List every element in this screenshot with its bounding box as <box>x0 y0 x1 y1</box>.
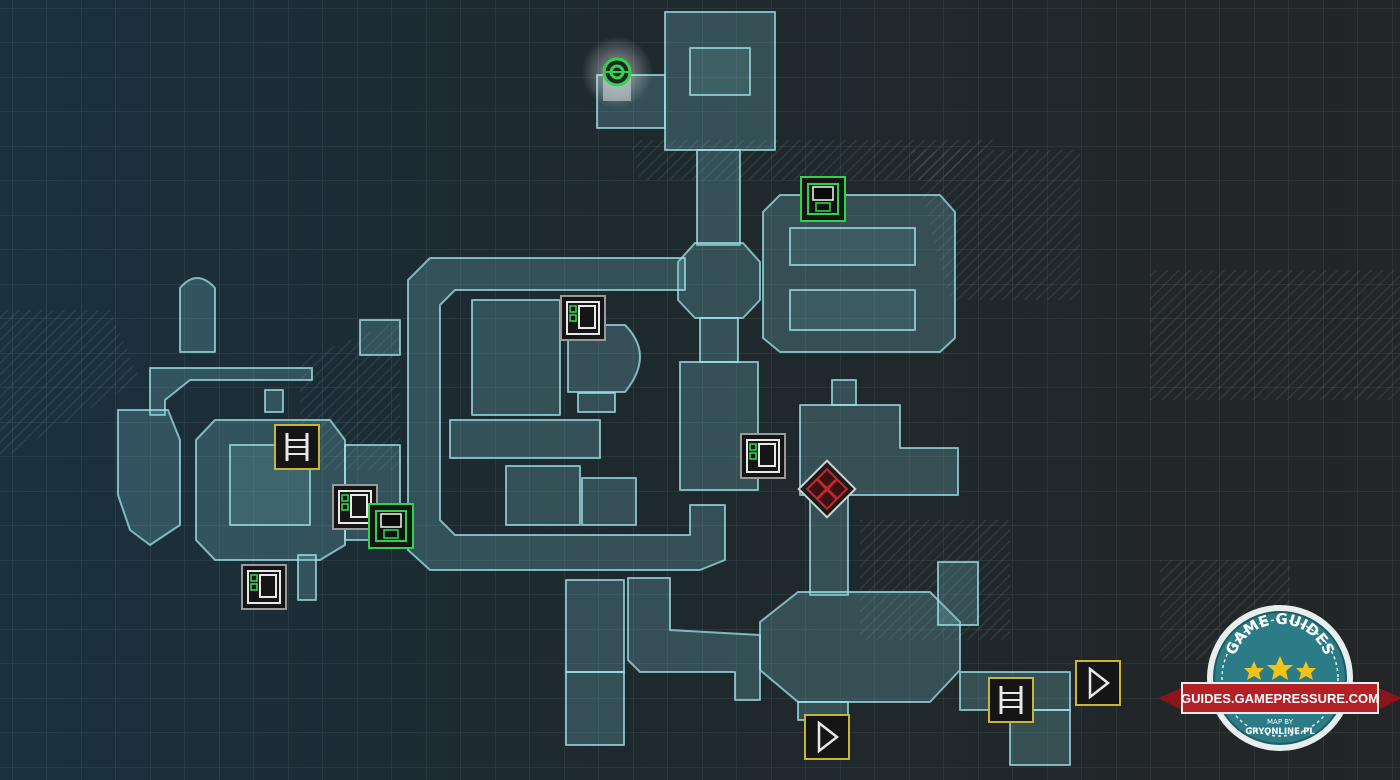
corridor-central <box>699 317 739 363</box>
room-hub <box>677 242 761 319</box>
player-position-marker[interactable] <box>581 36 653 108</box>
badge-banner: GUIDES.GAMEPRESSURE.COM <box>1158 682 1400 714</box>
star-icon <box>1267 656 1293 680</box>
room-east-inner-bottom <box>789 289 916 331</box>
marker-frame <box>1075 660 1121 706</box>
room-inner-a <box>471 299 561 416</box>
room-west-capsule <box>179 277 216 353</box>
corridor-west-south <box>297 554 317 601</box>
room-south-east-stub <box>1009 709 1071 766</box>
room-west-main <box>117 409 181 546</box>
ladder-icon <box>285 433 309 461</box>
room-inner-e <box>505 465 581 526</box>
room-east-inner-top <box>789 227 916 266</box>
ladder-icon <box>999 686 1023 714</box>
badge-banner-text: GUIDES.GAMEPRESSURE.COM <box>1181 691 1379 706</box>
room-inner-f <box>581 477 637 526</box>
corridor-west-stub <box>359 319 401 356</box>
room-east <box>762 194 956 353</box>
player-location-icon <box>602 57 632 87</box>
corridor-ring <box>407 257 726 571</box>
badge-credit: GRYONLINE.PL <box>1245 727 1315 737</box>
corridor-south-west <box>627 577 761 701</box>
room-central-column <box>679 361 759 491</box>
save-station-marker[interactable] <box>800 176 846 222</box>
map-station-marker[interactable] <box>560 295 606 341</box>
room-inner-c <box>577 392 616 413</box>
room-south-west-a <box>565 579 625 673</box>
marker-frame <box>804 714 850 760</box>
save-station-icon <box>375 510 407 542</box>
map-station-icon <box>746 439 780 473</box>
map-station-marker[interactable] <box>740 433 786 479</box>
map-station-marker[interactable] <box>241 564 287 610</box>
room-south-west-b <box>565 671 625 746</box>
star-icon <box>1244 661 1264 680</box>
marker-frame <box>560 295 606 341</box>
badge-stars <box>1244 656 1316 680</box>
blocked-x-icon <box>797 459 857 519</box>
room-inner-b <box>567 324 641 393</box>
ladder-marker[interactable] <box>988 677 1034 723</box>
room-west-upper <box>149 367 313 416</box>
badge-map-by: MAP BY <box>1267 718 1294 726</box>
room-annex-top <box>831 379 857 406</box>
blocked-door-marker[interactable] <box>797 459 857 519</box>
star-icon <box>1296 661 1316 680</box>
room-inner-d <box>449 419 601 459</box>
room-south-hall <box>759 591 961 703</box>
room-west-node <box>264 389 284 413</box>
transit-exit-marker[interactable] <box>804 714 850 760</box>
marker-frame <box>740 433 786 479</box>
marker-frame <box>241 564 287 610</box>
badge-inner-ring <box>1221 619 1339 737</box>
play-arrow-icon <box>817 720 840 754</box>
transit-exit-marker[interactable] <box>1075 660 1121 706</box>
map-station-icon <box>247 570 281 604</box>
ladder-marker[interactable] <box>274 424 320 470</box>
room-tower-inner <box>689 47 751 96</box>
play-arrow-icon <box>1088 666 1111 700</box>
game-guides-badge[interactable]: GAME GUIDES GUIDES.GAMEPRESSURE.COM MAP … <box>1158 605 1400 751</box>
save-station-marker[interactable] <box>368 503 414 549</box>
corridor-north <box>696 149 741 246</box>
map-station-icon <box>566 301 600 335</box>
room-south-side <box>937 561 979 626</box>
save-station-icon <box>807 183 839 215</box>
